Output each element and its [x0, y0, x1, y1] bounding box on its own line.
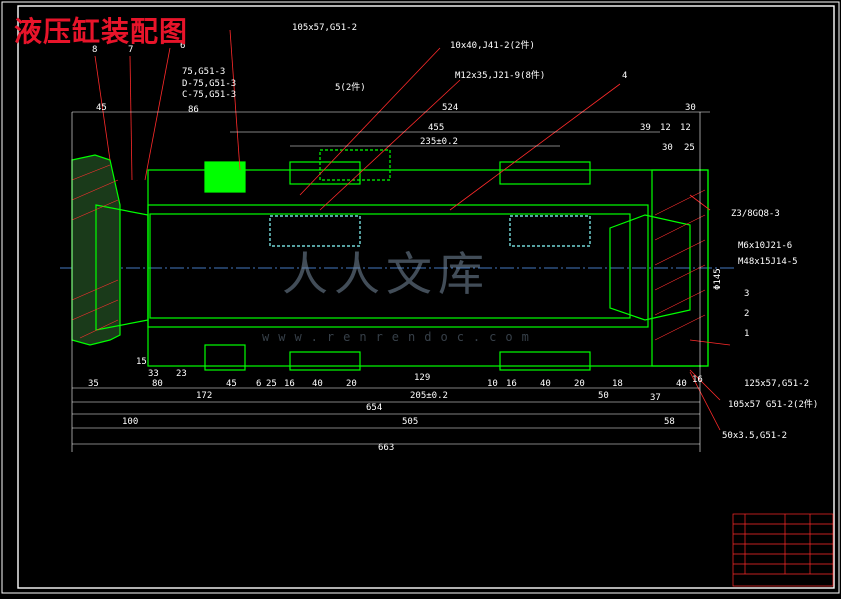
label-10x40: 10x40,J41-2(2件): [450, 39, 535, 51]
label-m12: M12x35,J21-9(8件): [455, 69, 545, 81]
dim-b10: 10: [487, 379, 498, 389]
watermark-url: www.renrendoc.com: [262, 330, 538, 344]
label-7: 7: [128, 45, 133, 55]
dim-455: 455: [428, 123, 444, 133]
dim-b50: 50: [598, 391, 609, 401]
dim-b33: 33: [148, 369, 159, 379]
label-2: 2: [744, 309, 749, 319]
label-4: 4: [622, 71, 627, 81]
label-3: 3: [744, 289, 749, 299]
inner-frame: [17, 5, 835, 589]
dim-b25: 25: [266, 379, 277, 389]
dim-b16b: 16: [506, 379, 517, 389]
label-1: 1: [744, 329, 749, 339]
label-105x57: 105x57,G51-2: [292, 23, 357, 33]
dim-b37: 37: [650, 393, 661, 403]
watermark-logo: 人人文库: [282, 247, 490, 301]
dim-b80: 80: [152, 379, 163, 389]
dim-b16c: 16: [692, 375, 703, 385]
dim-b663: 663: [378, 443, 394, 453]
dim-45: 45: [96, 103, 107, 113]
dim-b6: 6: [256, 379, 261, 389]
label-z3: Z3/8GQ8-3: [731, 209, 780, 219]
label-125x57: 125x57,G51-2: [744, 379, 809, 389]
dim-86: 86: [188, 105, 199, 115]
section-hatching: [71, 164, 706, 341]
dim-235: 235±0.2: [420, 137, 458, 147]
dim-b40c: 40: [676, 379, 687, 389]
dim-b16a: 16: [284, 379, 295, 389]
dim-b45: 45: [226, 379, 237, 389]
dim-b15: 15: [136, 357, 147, 367]
dim-b20b: 20: [574, 379, 585, 389]
label-105x57-2: 105x57 G51-2(2件): [728, 398, 818, 410]
label-m48: M48x15J14-5: [738, 257, 798, 267]
dim-b505: 505: [402, 417, 418, 427]
title-block: [732, 513, 834, 587]
dimension-lines: [71, 111, 710, 452]
label-75-g51-3: 75,G51-3: [182, 67, 225, 77]
dimension-labels: 45 86 524 455 235±0.2 30 39 12 12 30 25 …: [88, 103, 723, 453]
dim-b205: 205±0.2: [410, 391, 448, 401]
dim-b172: 172: [196, 391, 212, 401]
callout-labels: 8 7 6 75,G51-3 D-75,G51-3 C-75,G51-3 105…: [92, 23, 818, 441]
drawing-title: 液压缸装配图: [14, 15, 189, 48]
dim-30a: 30: [685, 103, 696, 113]
dim-b654: 654: [366, 403, 382, 413]
label-5: 5(2件): [335, 81, 366, 93]
label-50x3-5: 50x3.5,G51-2: [722, 431, 787, 441]
dim-b129: 129: [414, 373, 430, 383]
dim-b58: 58: [664, 417, 675, 427]
dim-b35: 35: [88, 379, 99, 389]
dim-b18: 18: [612, 379, 623, 389]
label-d75: D-75,G51-3: [182, 79, 236, 89]
label-8: 8: [92, 45, 97, 55]
dim-b100: 100: [122, 417, 138, 427]
dim-phi145: Φ145: [713, 268, 723, 290]
dim-25: 25: [684, 143, 695, 153]
dim-b40b: 40: [540, 379, 551, 389]
dim-b23: 23: [176, 369, 187, 379]
dim-39: 39: [640, 123, 651, 133]
leader-lines: [94, 29, 731, 431]
dim-12b: 12: [680, 123, 691, 133]
dim-30b: 30: [662, 143, 673, 153]
dim-12a: 12: [660, 123, 671, 133]
label-6: 6: [180, 41, 185, 51]
dim-b20a: 20: [346, 379, 357, 389]
label-m6: M6x10J21-6: [738, 241, 792, 251]
label-c75: C-75,G51-3: [182, 90, 236, 100]
dim-b40a: 40: [312, 379, 323, 389]
dim-524: 524: [442, 103, 458, 113]
